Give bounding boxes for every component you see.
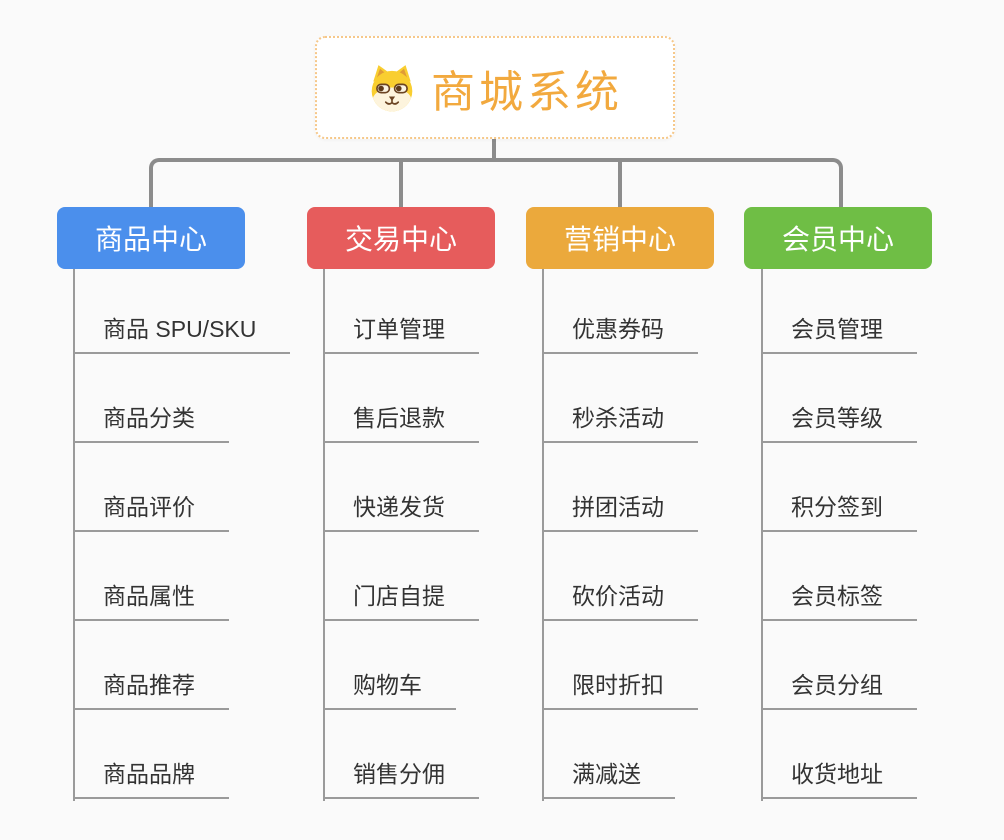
child-node-store-pickup[interactable]: 门店自提 bbox=[323, 577, 479, 621]
branch-connector-bracket bbox=[149, 158, 843, 207]
branch-connector-drop bbox=[399, 162, 403, 207]
child-node-member-management[interactable]: 会员管理 bbox=[761, 310, 917, 354]
branch-children-trade: 订单管理 售后退款 快递发货 门店自提 购物车 销售分佣 bbox=[323, 265, 583, 801]
branch-children-member: 会员管理 会员等级 积分签到 会员标签 会员分组 收货地址 bbox=[761, 265, 1004, 801]
child-node-group-buy[interactable]: 拼团活动 bbox=[542, 488, 698, 532]
branch-rail bbox=[542, 267, 544, 801]
child-node-product-brand[interactable]: 商品品牌 bbox=[73, 755, 229, 799]
child-node-product-attribute[interactable]: 商品属性 bbox=[73, 577, 229, 621]
branch-node-marketing-center[interactable]: 营销中心 bbox=[526, 207, 714, 269]
child-node-points-checkin[interactable]: 积分签到 bbox=[761, 488, 917, 532]
root-connector-stub bbox=[492, 139, 496, 162]
root-node[interactable]: 商城系统 bbox=[315, 36, 675, 139]
dog-mascot-icon bbox=[371, 64, 413, 111]
branch-rail bbox=[73, 267, 75, 801]
branch-connector-drop bbox=[618, 162, 622, 207]
child-node-flash-sale[interactable]: 秒杀活动 bbox=[542, 399, 698, 443]
branch-node-member-center[interactable]: 会员中心 bbox=[744, 207, 932, 269]
child-node-express-shipping[interactable]: 快递发货 bbox=[323, 488, 479, 532]
child-node-product-category[interactable]: 商品分类 bbox=[73, 399, 229, 443]
child-node-shipping-address[interactable]: 收货地址 bbox=[761, 755, 917, 799]
child-node-member-level[interactable]: 会员等级 bbox=[761, 399, 917, 443]
branch-children-product: 商品 SPU/SKU 商品分类 商品评价 商品属性 商品推荐 商品品牌 bbox=[73, 265, 333, 801]
branch-rail bbox=[323, 267, 325, 801]
branch-rail bbox=[761, 267, 763, 801]
root-title: 商城系统 bbox=[431, 67, 623, 117]
child-node-product-review[interactable]: 商品评价 bbox=[73, 488, 229, 532]
child-node-sales-commission[interactable]: 销售分佣 bbox=[323, 755, 479, 799]
branch-children-marketing: 优惠券码 秒杀活动 拼团活动 砍价活动 限时折扣 满减送 bbox=[542, 265, 802, 801]
child-node-order-management[interactable]: 订单管理 bbox=[323, 310, 479, 354]
child-node-member-group[interactable]: 会员分组 bbox=[761, 666, 917, 710]
branch-node-product-center[interactable]: 商品中心 bbox=[57, 207, 245, 269]
child-node-spend-save[interactable]: 满减送 bbox=[542, 755, 675, 799]
child-node-product-recommend[interactable]: 商品推荐 bbox=[73, 666, 229, 710]
child-node-coupon-code[interactable]: 优惠券码 bbox=[542, 310, 698, 354]
child-node-aftersale-refund[interactable]: 售后退款 bbox=[323, 399, 479, 443]
child-node-limited-discount[interactable]: 限时折扣 bbox=[542, 666, 698, 710]
child-node-member-tag[interactable]: 会员标签 bbox=[761, 577, 917, 621]
branch-node-trade-center[interactable]: 交易中心 bbox=[307, 207, 495, 269]
child-node-product-spu-sku[interactable]: 商品 SPU/SKU bbox=[73, 310, 291, 354]
child-node-bargain[interactable]: 砍价活动 bbox=[542, 577, 698, 621]
child-node-shopping-cart[interactable]: 购物车 bbox=[323, 666, 456, 710]
